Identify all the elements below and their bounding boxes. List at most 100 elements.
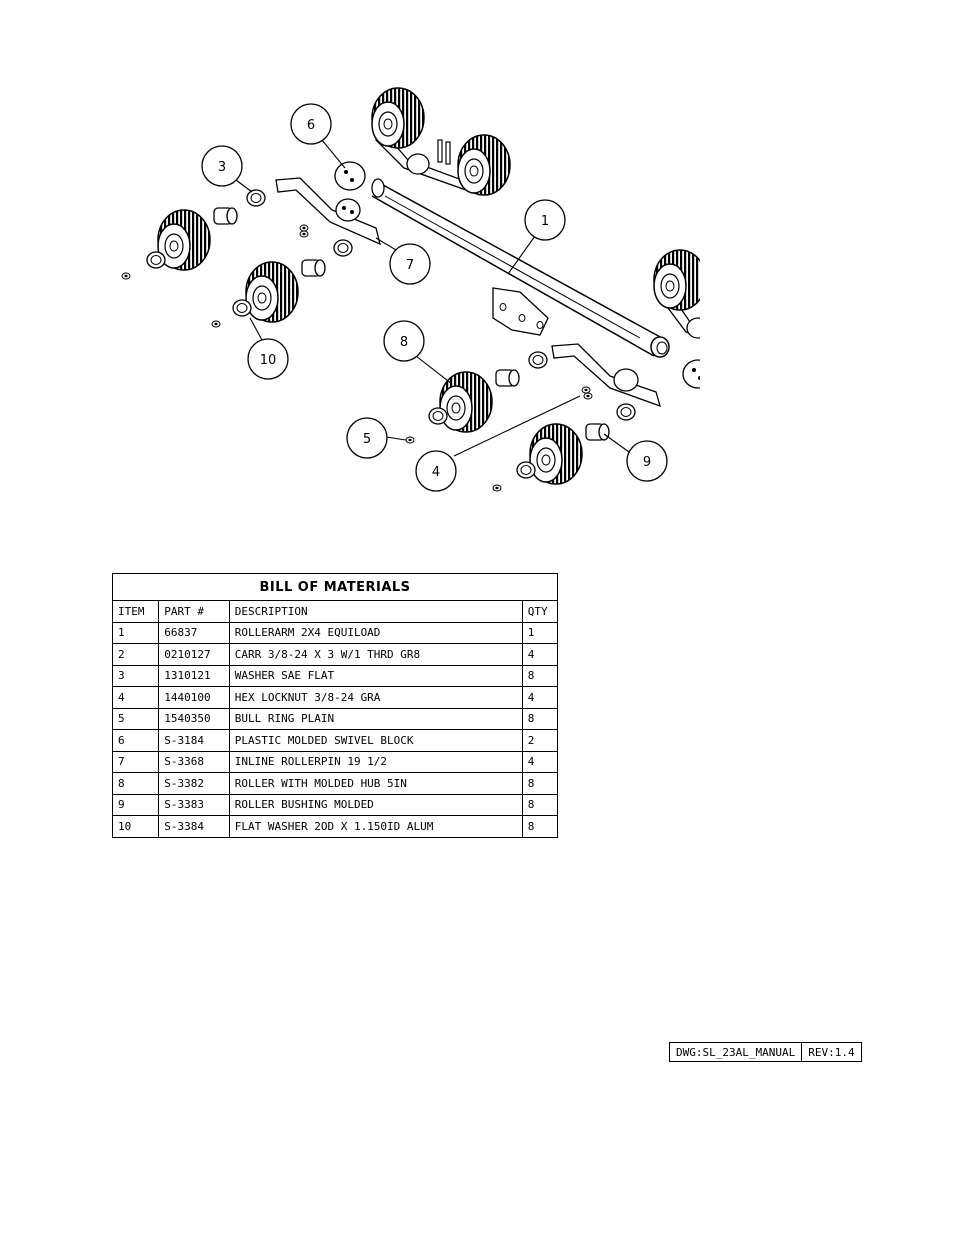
bom-qty: 8: [521, 793, 559, 816]
bill-of-materials-table: BILL OF MATERIALS ITEM PART # DESCRIPTIO…: [111, 573, 559, 838]
bom-part-number: 0210127: [158, 643, 230, 666]
bom-item: 8: [111, 772, 160, 795]
swivel-block: [682, 359, 700, 389]
bom-qty: 2: [521, 729, 559, 752]
bom-item: 7: [111, 750, 160, 773]
bom-header-item: ITEM: [111, 600, 160, 623]
revision: REV:1.4: [801, 1042, 862, 1062]
washer: [428, 407, 448, 425]
bom-qty: 8: [521, 707, 559, 730]
roller: [457, 134, 511, 196]
bom-description: BULL RING PLAIN: [228, 707, 523, 730]
title-block: DWG:SL_23AL_MANUAL REV:1.4: [668, 1042, 862, 1062]
swivel-block: [334, 161, 366, 191]
bom-description: WASHER SAE FLAT: [228, 664, 523, 687]
bom-part-number: S-3184: [158, 729, 230, 752]
balloon-label: 3: [218, 160, 226, 175]
bom-part-number: 1310121: [158, 664, 230, 687]
rocker-arm-upper-left: [275, 177, 381, 246]
roller: [371, 87, 425, 149]
bom-qty: 8: [521, 772, 559, 795]
roller-bushing: [301, 259, 326, 277]
balloon-label: 7: [406, 258, 414, 273]
balloon-item-7: 7: [389, 243, 431, 285]
bom-description: ROLLER BUSHING MOLDED: [228, 793, 523, 816]
balloon-item-6: 6: [290, 103, 332, 145]
bom-part-number: 1440100: [158, 686, 230, 709]
bom-qty: 8: [521, 815, 559, 838]
hex-locknut: [581, 386, 591, 394]
bull-ring: [121, 272, 131, 280]
drawing-number: DWG:SL_23AL_MANUAL: [668, 1042, 803, 1062]
bom-description: ROLLER WITH MOLDED HUB 5IN: [228, 772, 523, 795]
balloon-label: 4: [432, 465, 440, 480]
roller: [157, 209, 211, 271]
balloon-label: 5: [363, 432, 371, 447]
bom-item: 9: [111, 793, 160, 816]
bom-title: BILL OF MATERIALS: [112, 573, 558, 601]
bom-item: 1: [111, 621, 160, 644]
balloon-item-5: 5: [346, 417, 388, 459]
bom-item: 6: [111, 729, 160, 752]
washer: [616, 403, 636, 421]
hex-locknut: [299, 224, 309, 232]
bom-description: HEX LOCKNUT 3/8-24 GRA: [228, 686, 523, 709]
balloon-item-4: 4: [415, 450, 457, 492]
bom-qty: 4: [521, 686, 559, 709]
washer: [146, 251, 166, 269]
bom-part-number: S-3382: [158, 772, 230, 795]
bom-part-number: 1540350: [158, 707, 230, 730]
balloon-label: 8: [400, 335, 408, 350]
bom-qty: 4: [521, 750, 559, 773]
roller-bushing: [585, 423, 610, 441]
balloon-label: 9: [643, 455, 651, 470]
bull-ring: [405, 436, 415, 444]
bom-description: PLASTIC MOLDED SWIVEL BLOCK: [228, 729, 523, 752]
roller: [653, 249, 700, 311]
rocker-arm-lower-right: [551, 343, 661, 408]
washer: [232, 299, 252, 317]
balloon-item-3: 3: [201, 145, 243, 187]
balloon-item-1: 1: [524, 199, 566, 241]
carriage-bolts: [437, 139, 451, 165]
bom-description: ROLLERARM 2X4 EQUILOAD: [228, 621, 523, 644]
bom-part-number: S-3368: [158, 750, 230, 773]
bom-description: CARR 3/8-24 X 3 W/1 THRD GR8: [228, 643, 523, 666]
balloon-label: 1: [541, 214, 549, 229]
bom-item: 10: [111, 815, 160, 838]
washer: [528, 351, 548, 369]
bom-qty: 8: [521, 664, 559, 687]
bom-item: 3: [111, 664, 160, 687]
bom-description: INLINE ROLLERPIN 19 1/2: [228, 750, 523, 773]
balloon-label: 10: [260, 353, 277, 368]
bom-item: 2: [111, 643, 160, 666]
washer: [516, 461, 536, 479]
bom-header-part: PART #: [158, 600, 230, 623]
bom-qty: 4: [521, 643, 559, 666]
bom-item: 4: [111, 686, 160, 709]
bom-item: 5: [111, 707, 160, 730]
roller-bushing: [495, 369, 520, 387]
bom-header-description: DESCRIPTION: [228, 600, 523, 623]
balloon-item-9: 9: [626, 440, 668, 482]
bom-part-number: S-3384: [158, 815, 230, 838]
leader-lines: [235, 139, 630, 457]
bom-header-row: ITEM PART # DESCRIPTION QTY: [111, 600, 559, 623]
roller: [529, 423, 583, 485]
hex-locknut: [583, 392, 593, 400]
bom-part-number: 66837: [158, 621, 230, 644]
exploded-assembly-drawing: 6 3 1 2 7 10 8 5 4 9: [121, 87, 700, 492]
balloon-item-8: 8: [383, 320, 425, 362]
bull-ring: [492, 484, 502, 492]
washer: [333, 239, 353, 257]
